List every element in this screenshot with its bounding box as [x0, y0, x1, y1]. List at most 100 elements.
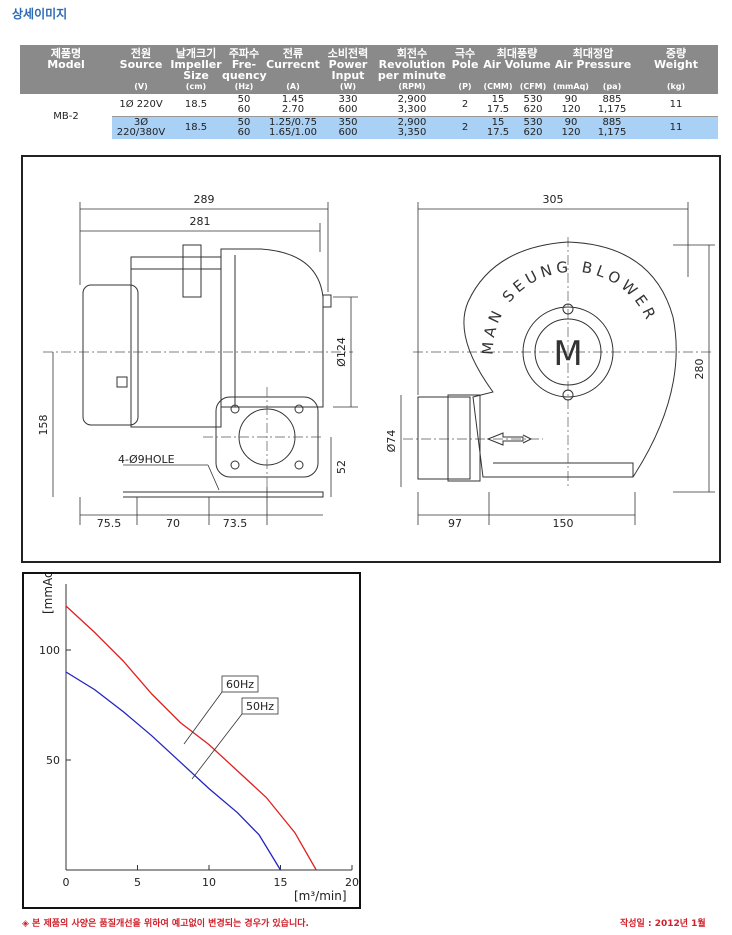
unit-size: (cm) — [170, 82, 222, 94]
size-cell: 18.5 — [170, 116, 222, 139]
unit-source: (V) — [112, 82, 170, 94]
drawing-svg: 289 281 Ø124 158 52 4-Ø9HOLE 75.5 70 73.… — [37, 193, 715, 530]
chart-axes — [65, 584, 352, 871]
technical-drawing: 289 281 Ø124 158 52 4-Ø9HOLE 75.5 70 73.… — [21, 155, 721, 563]
dim-124: Ø124 — [335, 337, 348, 367]
source-cell: 3Ø 220/380V — [112, 116, 170, 139]
unit-pa: (pa) — [590, 82, 635, 94]
base-foot — [123, 491, 324, 498]
impeller-ring — [522, 306, 614, 398]
legend-leader-line — [183, 691, 223, 745]
legend-box — [241, 697, 279, 715]
model-cell: MB-2 — [53, 110, 79, 122]
motor-body — [130, 256, 222, 428]
unit-power: (W) — [320, 82, 376, 94]
scroll-housing — [463, 241, 677, 478]
x-tick-label: 20 — [345, 876, 359, 889]
dim-280: 280 — [693, 359, 706, 380]
x-tick-label: 10 — [202, 876, 216, 889]
unit-cmm: (CMM) — [482, 82, 514, 94]
weight-cell: 11 — [634, 94, 719, 117]
chart-series — [65, 605, 317, 871]
weight-cell: 11 — [634, 116, 719, 139]
unit-rpm: (RPM) — [376, 82, 448, 94]
outlet-flange — [417, 396, 471, 480]
table-unit-row: (V) (cm) (Hz) (A) (W) (RPM) (P) (CMM) (C… — [20, 82, 719, 94]
dim-52: 52 — [335, 460, 348, 474]
airflow-arrow — [486, 432, 524, 446]
performance-chart: 0 5 10 15 20 50 100 60Hz 50Hz [mmAq] [m³/min] — [22, 566, 361, 909]
y-tick-label: 50 — [46, 754, 60, 767]
footer-note: ◈ 본 제품의 사양은 품질개선을 위하여 예고없이 변경되는 경우가 있습니다… — [22, 919, 309, 929]
legend-leader-line — [191, 713, 243, 780]
unit-pole: (P) — [448, 82, 482, 94]
dim-150: 150 — [553, 517, 574, 530]
dim-281: 281 — [190, 215, 211, 228]
dim-73-5: 73.5 — [223, 517, 248, 530]
dim-97: 97 — [448, 517, 462, 530]
y-axis-label: [mmAq] — [41, 574, 55, 614]
dim-158: 158 — [37, 415, 50, 436]
unit-model — [20, 82, 112, 94]
dimension-lines — [52, 202, 715, 525]
motor-bracket — [182, 244, 202, 298]
series-line-50hz — [65, 671, 282, 871]
x-tick-label: 0 — [63, 876, 70, 889]
chart-legend: 60Hz 50Hz — [183, 675, 279, 780]
unit-frequency: (Hz) — [222, 82, 266, 94]
legend-label: 60Hz — [226, 678, 254, 691]
y-tick-label: 100 — [39, 644, 60, 657]
legend-box — [221, 675, 259, 693]
source-cell: 1Ø 220V — [112, 94, 170, 117]
terminal-box — [116, 376, 128, 388]
dim-hole: 4-Ø9HOLE — [118, 453, 175, 466]
dim-74: Ø74 — [385, 430, 398, 453]
unit-current: (A) — [266, 82, 320, 94]
unit-weight: (kg) — [634, 82, 719, 94]
motor-letter: M — [553, 334, 582, 374]
pole-cell: 2 — [448, 116, 482, 139]
x-axis-label: [m³/min] — [294, 889, 347, 903]
series-line-60hz — [65, 605, 317, 871]
dimension-labels: 289 281 Ø124 158 52 4-Ø9HOLE 75.5 70 73.… — [37, 193, 706, 530]
page-title: 상세이미지 — [12, 7, 68, 21]
x-tick-label: 15 — [274, 876, 288, 889]
motor-hub — [534, 318, 602, 386]
x-tick-label: 5 — [134, 876, 141, 889]
legend-label: 50Hz — [246, 700, 274, 713]
housing-side — [220, 248, 324, 408]
chart-ticks: 0 5 10 15 20 50 100 — [39, 644, 359, 889]
motor-cap — [82, 284, 139, 426]
size-cell: 18.5 — [170, 94, 222, 117]
footer-date: 작성일 : 2012년 1월 — [620, 919, 706, 929]
